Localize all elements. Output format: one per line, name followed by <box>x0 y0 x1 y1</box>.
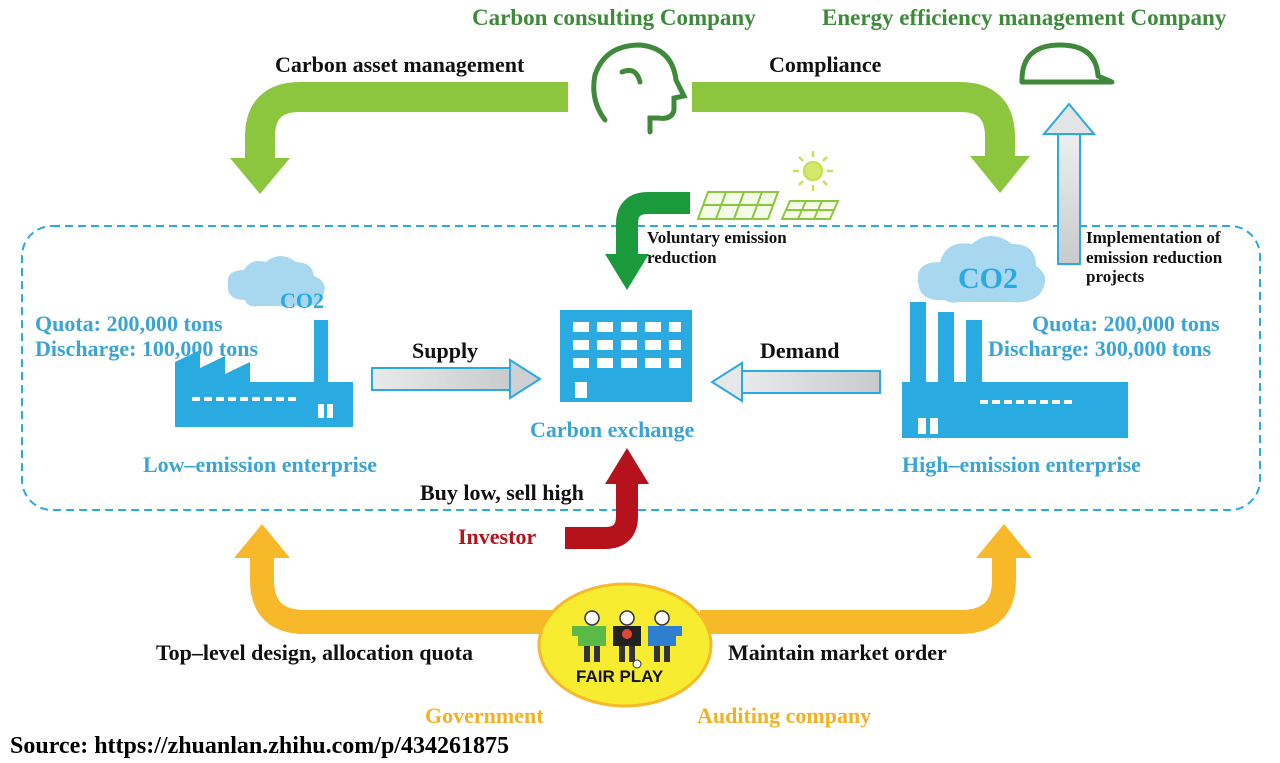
asset-management-arrowhead <box>230 158 290 194</box>
energy-efficiency-company-label: Energy efficiency management Company <box>822 5 1227 30</box>
compliance-arrow <box>692 82 1015 158</box>
consultant-head-icon <box>591 42 688 135</box>
hard-hat-icon <box>1019 42 1115 85</box>
high-emission-co2-label: CO2 <box>958 262 1018 295</box>
maintain-market-order-label: Maintain market order <box>728 640 947 665</box>
low-emission-factory-icon <box>175 256 353 427</box>
asset-management-arrow <box>245 82 568 160</box>
supply-label: Supply <box>412 338 479 363</box>
fair-play-emblem <box>537 582 713 708</box>
implementation-arrow <box>1041 102 1097 265</box>
government-label: Government <box>425 703 544 728</box>
fair-play-text: FAIR PLAY <box>576 667 664 686</box>
high-emission-factory-icon <box>902 236 1128 438</box>
government-loop-arrow <box>250 556 1016 634</box>
voluntary-arrowhead <box>605 254 649 290</box>
implementation-label: Implementation of emission reduction pro… <box>1086 228 1223 287</box>
demand-label: Demand <box>760 338 840 363</box>
market-boundary <box>21 225 1261 511</box>
low-emission-quota: Quota: 200,000 tons <box>35 311 223 336</box>
solar-panel-icon <box>696 191 840 220</box>
investor-arrowhead <box>605 448 649 484</box>
voluntary-arrow <box>616 192 690 256</box>
investor-arrow <box>565 482 638 549</box>
high-emission-enterprise-label: High–emission enterprise <box>902 452 1141 477</box>
carbon-exchange-building-icon <box>560 310 692 402</box>
investor-label: Investor <box>458 524 537 549</box>
demand-arrow <box>710 361 881 403</box>
auditing-company-label: Auditing company <box>697 703 872 728</box>
voluntary-reduction-label: Voluntary emission reduction <box>647 228 787 267</box>
government-arrowhead <box>234 524 290 558</box>
asset-management-label: Carbon asset management <box>275 52 525 77</box>
compliance-label: Compliance <box>769 52 882 77</box>
low-emission-enterprise-label: Low–emission enterprise <box>143 452 378 477</box>
supply-arrow <box>371 358 542 400</box>
buy-low-sell-high-label: Buy low, sell high <box>420 480 584 505</box>
fair-play-figures-icon <box>572 610 682 669</box>
carbon-exchange-label: Carbon exchange <box>530 417 695 442</box>
carbon-consulting-company-label: Carbon consulting Company <box>472 5 756 30</box>
top-level-design-label: Top–level design, allocation quota <box>156 640 474 665</box>
low-emission-co2-label: CO2 <box>280 288 324 313</box>
auditing-arrowhead <box>976 524 1032 558</box>
high-emission-discharge: Discharge: 300,000 tons <box>988 336 1212 361</box>
sun-icon <box>793 151 833 191</box>
low-emission-discharge: Discharge: 100,000 tons <box>35 336 259 361</box>
compliance-arrowhead <box>970 156 1030 193</box>
high-emission-quota: Quota: 200,000 tons <box>1032 311 1220 336</box>
source-citation: Source: https://zhuanlan.zhihu.com/p/434… <box>10 733 509 759</box>
